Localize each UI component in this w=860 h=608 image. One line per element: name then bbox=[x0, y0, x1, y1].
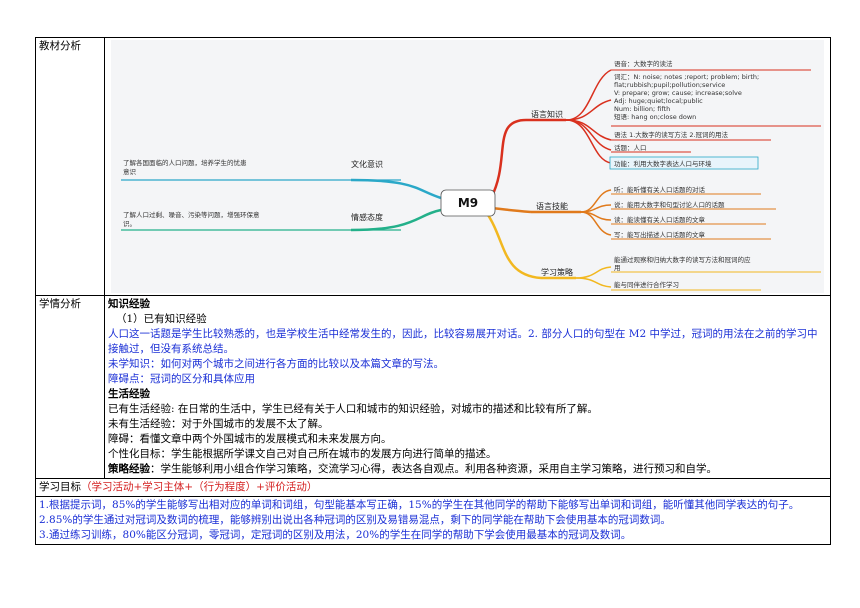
life-heading: 生活经验 bbox=[108, 388, 150, 400]
mind-map-svg: M9 语言知识 语言技能 学习策略 文化意识 情感态度 语音：大数字的读法 词汇… bbox=[121, 59, 821, 291]
knowledge-vocab-4: Adj: huge;quiet;local;public bbox=[614, 97, 703, 105]
center-node bbox=[440, 189, 496, 217]
knowledge-heading: 知识经验 bbox=[108, 298, 150, 310]
knowledge-subheading: （1）已有知识经验 bbox=[116, 313, 207, 325]
connector-s2 bbox=[580, 204, 612, 213]
branch-culture: 文化意识 bbox=[351, 159, 383, 169]
goals-header-row: 学习目标（学习活动+学习主体+（行为程度）+评价活动） bbox=[35, 478, 831, 497]
knowledge-grammar: 语法 1.大数字的读写方法 2.冠词的用法 bbox=[614, 130, 729, 139]
connector-culture bbox=[350, 178, 442, 200]
skill-reading: 读：能读懂有关人口话题的文章 bbox=[614, 215, 706, 224]
mind-map: M9 语言知识 语言技能 学习策略 文化意识 情感态度 语音：大数字的读法 词汇… bbox=[111, 40, 824, 293]
branch-skills: 语言技能 bbox=[536, 201, 568, 211]
life-known-text: 已有生活经验: 在日常的生活中，学生已经有关于人口和城市的知识经验，对城市的描述… bbox=[108, 403, 598, 415]
goal-item-1: 1.根据提示词，85%的学生能够写出相对应的单词和词组，句型能基本写正确，15%… bbox=[39, 499, 800, 511]
attitude-text-2: 识。 bbox=[123, 220, 136, 228]
goals-header-cell: 学习目标（学习活动+学习主体+（行为程度）+评价活动） bbox=[35, 478, 831, 497]
goals-label: 学习目标 bbox=[39, 481, 81, 493]
strategy-item-2: 能与同伴进行合作学习 bbox=[614, 280, 679, 289]
goals-row: 1.根据提示词，85%的学生能够写出相对应的单词和词组，句型能基本写正确，15%… bbox=[35, 496, 831, 545]
learner-cell: 知识经验 （1）已有知识经验 人口这一话题是学生比较熟悉的，也是学校生活中经常发… bbox=[104, 295, 831, 479]
culture-text-2: 意识 bbox=[123, 167, 137, 176]
attitude-text-1: 了解人口过剩、噪音、污染等问题，增强环保意 bbox=[123, 210, 260, 219]
branch-strategy: 学习策略 bbox=[541, 267, 573, 277]
strategy-paragraph: 策略经验：学生能够利用小组合作学习策略，交流学习心得，表达各自观点。利用各种资源… bbox=[108, 462, 827, 477]
connector-st1 bbox=[575, 266, 612, 279]
connector-st2 bbox=[575, 277, 612, 288]
connector-s4 bbox=[580, 211, 612, 236]
mindmap-cell: M9 语言知识 语言技能 学习策略 文化意识 情感态度 语音：大数字的读法 词汇… bbox=[104, 37, 831, 296]
skill-speaking: 说：能用大数字和句型讨论人口的话题 bbox=[614, 200, 725, 209]
strategy-text: ：学生能够利用小组合作学习策略，交流学习心得，表达各自观点。利用各种资源，采用自… bbox=[150, 463, 717, 475]
goal-item-3: 3.通过练习训练，80%能区分冠词，零冠词，定冠词的区别及用法，20%的学生在同… bbox=[39, 529, 632, 541]
connector-strategy bbox=[484, 211, 542, 280]
connector-k4 bbox=[565, 119, 612, 151]
learner-label: 学情分析 bbox=[35, 295, 105, 479]
life-obstacle-text: 障碍：看懂文章中两个外国城市的发展模式和未来发展方向。 bbox=[108, 433, 392, 445]
knowledge-vocab-6: 短语: hang on;close down bbox=[614, 112, 696, 121]
personal-goal-text: 个性化目标：学生能根据所学课文自己对自己所在城市的发展方向进行简单的描述。 bbox=[108, 448, 497, 460]
knowledge-obstacle-text: 障碍点：冠词的区分和具体应用 bbox=[108, 373, 255, 385]
knowledge-vocab-2: flat;rubbish;pupil;pollution;service bbox=[614, 81, 725, 89]
knowledge-pronunciation: 语音：大数字的读法 bbox=[614, 59, 673, 68]
unknown-knowledge-text: 未学知识：如何对两个城市之间进行各方面的比较以及本篇文章的写法。 bbox=[108, 358, 444, 370]
connector-knowledge bbox=[489, 118, 527, 199]
strategy-item-1a: 能通过观察和归纳大数字的读写方法和冠词的应 bbox=[614, 255, 751, 264]
knowledge-vocab-1: 词汇：N: noise; notes ;report; problem; bir… bbox=[614, 73, 759, 81]
goal-item-2: 2.85%的学生通过对冠词及数词的梳理，能够辨别出说出各种冠词的区别及易错易混点… bbox=[39, 514, 671, 526]
center-label: M9 bbox=[458, 196, 478, 210]
knowledge-function: 功能：利用大数字表达人口与环境 bbox=[614, 159, 712, 168]
known-knowledge-text: 人口这一话题是学生比较熟悉的，也是学校生活中经常发生的，因此，比较容易展开对话。… bbox=[108, 328, 818, 355]
branch-attitude: 情感态度 bbox=[351, 212, 383, 222]
knowledge-vocab-3: V: prepare; grow; cause; increase;solve bbox=[614, 89, 742, 97]
materials-label: 教材分析 bbox=[35, 37, 105, 296]
strategy-heading: 策略经验 bbox=[108, 463, 150, 475]
knowledge-topic: 话题：人口 bbox=[614, 143, 647, 152]
goals-cell: 1.根据提示词，85%的学生能够写出相对应的单词和词组，句型能基本写正确，15%… bbox=[35, 496, 831, 545]
skill-writing: 写：能写出描述人口话题的文章 bbox=[614, 230, 706, 239]
branch-knowledge: 语言知识 bbox=[531, 109, 563, 119]
strategy-item-1b: 用 bbox=[614, 264, 621, 272]
life-unknown-text: 未有生活经验：对于外国城市的发展不太了解。 bbox=[108, 418, 329, 430]
skill-listening: 听：能听懂有关人口话题的对话 bbox=[614, 185, 706, 194]
learner-row: 学情分析 知识经验 （1）已有知识经验 人口这一话题是学生比较熟悉的，也是学校生… bbox=[35, 295, 831, 479]
materials-row: 教材分析 bbox=[35, 37, 831, 296]
lesson-plan-table: 教材分析 bbox=[35, 37, 831, 545]
connector-k5 bbox=[565, 119, 612, 164]
knowledge-vocab-5: Num: billion; fifth bbox=[614, 105, 670, 113]
culture-text-1: 了解各国面临的人口问题，培养学生的忧患 bbox=[123, 158, 247, 167]
connector-skills bbox=[490, 206, 532, 214]
knowledge-function-box bbox=[609, 156, 759, 170]
goals-label-note: （学习活动+学习主体+（行为程度）+评价活动） bbox=[81, 481, 318, 493]
